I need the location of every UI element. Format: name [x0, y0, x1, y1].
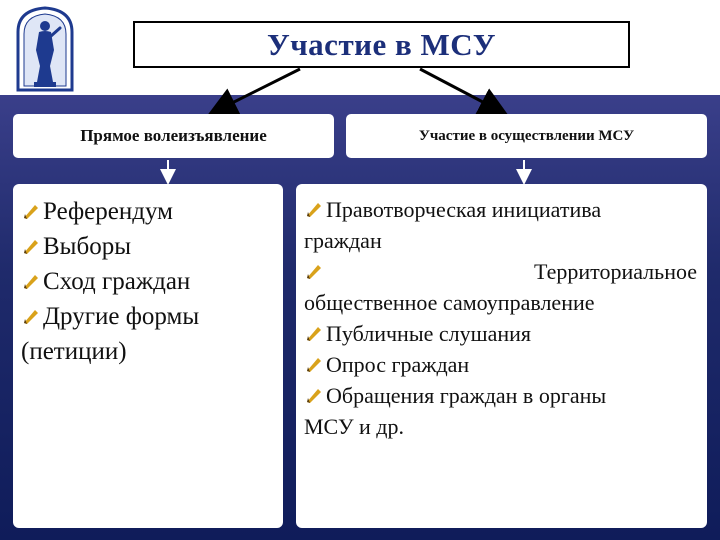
list-item: Правотворческая инициатива граждан [304, 197, 602, 253]
bullet-icon [307, 327, 321, 341]
right-items-panel: Правотворческая инициатива граждан Терри… [296, 184, 707, 528]
list-item: Сход граждан [21, 264, 275, 299]
right-branch-heading: Участие в осуществлении МСУ [346, 114, 707, 158]
list-item: Опрос граждан [304, 349, 697, 380]
bullet-icon [24, 205, 38, 219]
bullet-icon [24, 310, 38, 324]
diagram-title: Участие в МСУ [266, 26, 497, 62]
list-item: Публичные слушания [304, 318, 697, 349]
list-item-continuation: (петиции) [21, 338, 127, 365]
statue-emblem-icon [16, 6, 74, 92]
bullet-icon [307, 358, 321, 372]
bullet-icon [307, 203, 321, 217]
bullet-icon [307, 265, 321, 279]
bullet-icon [307, 389, 321, 403]
list-item: Другие формы [21, 299, 275, 334]
bullet-icon [24, 240, 38, 254]
left-items-panel: Референдум Выборы Сход граждан Другие фо… [13, 184, 283, 528]
right-heading-text: Участие в осуществлении МСУ [418, 127, 635, 144]
list-item: Обращения граждан в органы МСУ и др. [304, 383, 607, 439]
bullet-icon [24, 275, 38, 289]
list-item: Выборы [21, 229, 275, 264]
left-branch-heading: Прямое волеизъявление [13, 114, 334, 158]
list-item: Территориальное общественное самоуправле… [304, 259, 697, 315]
list-item: Референдум [21, 194, 275, 229]
left-heading-text: Прямое волеизъявление [80, 126, 267, 145]
title-box: Участие в МСУ [133, 21, 630, 68]
